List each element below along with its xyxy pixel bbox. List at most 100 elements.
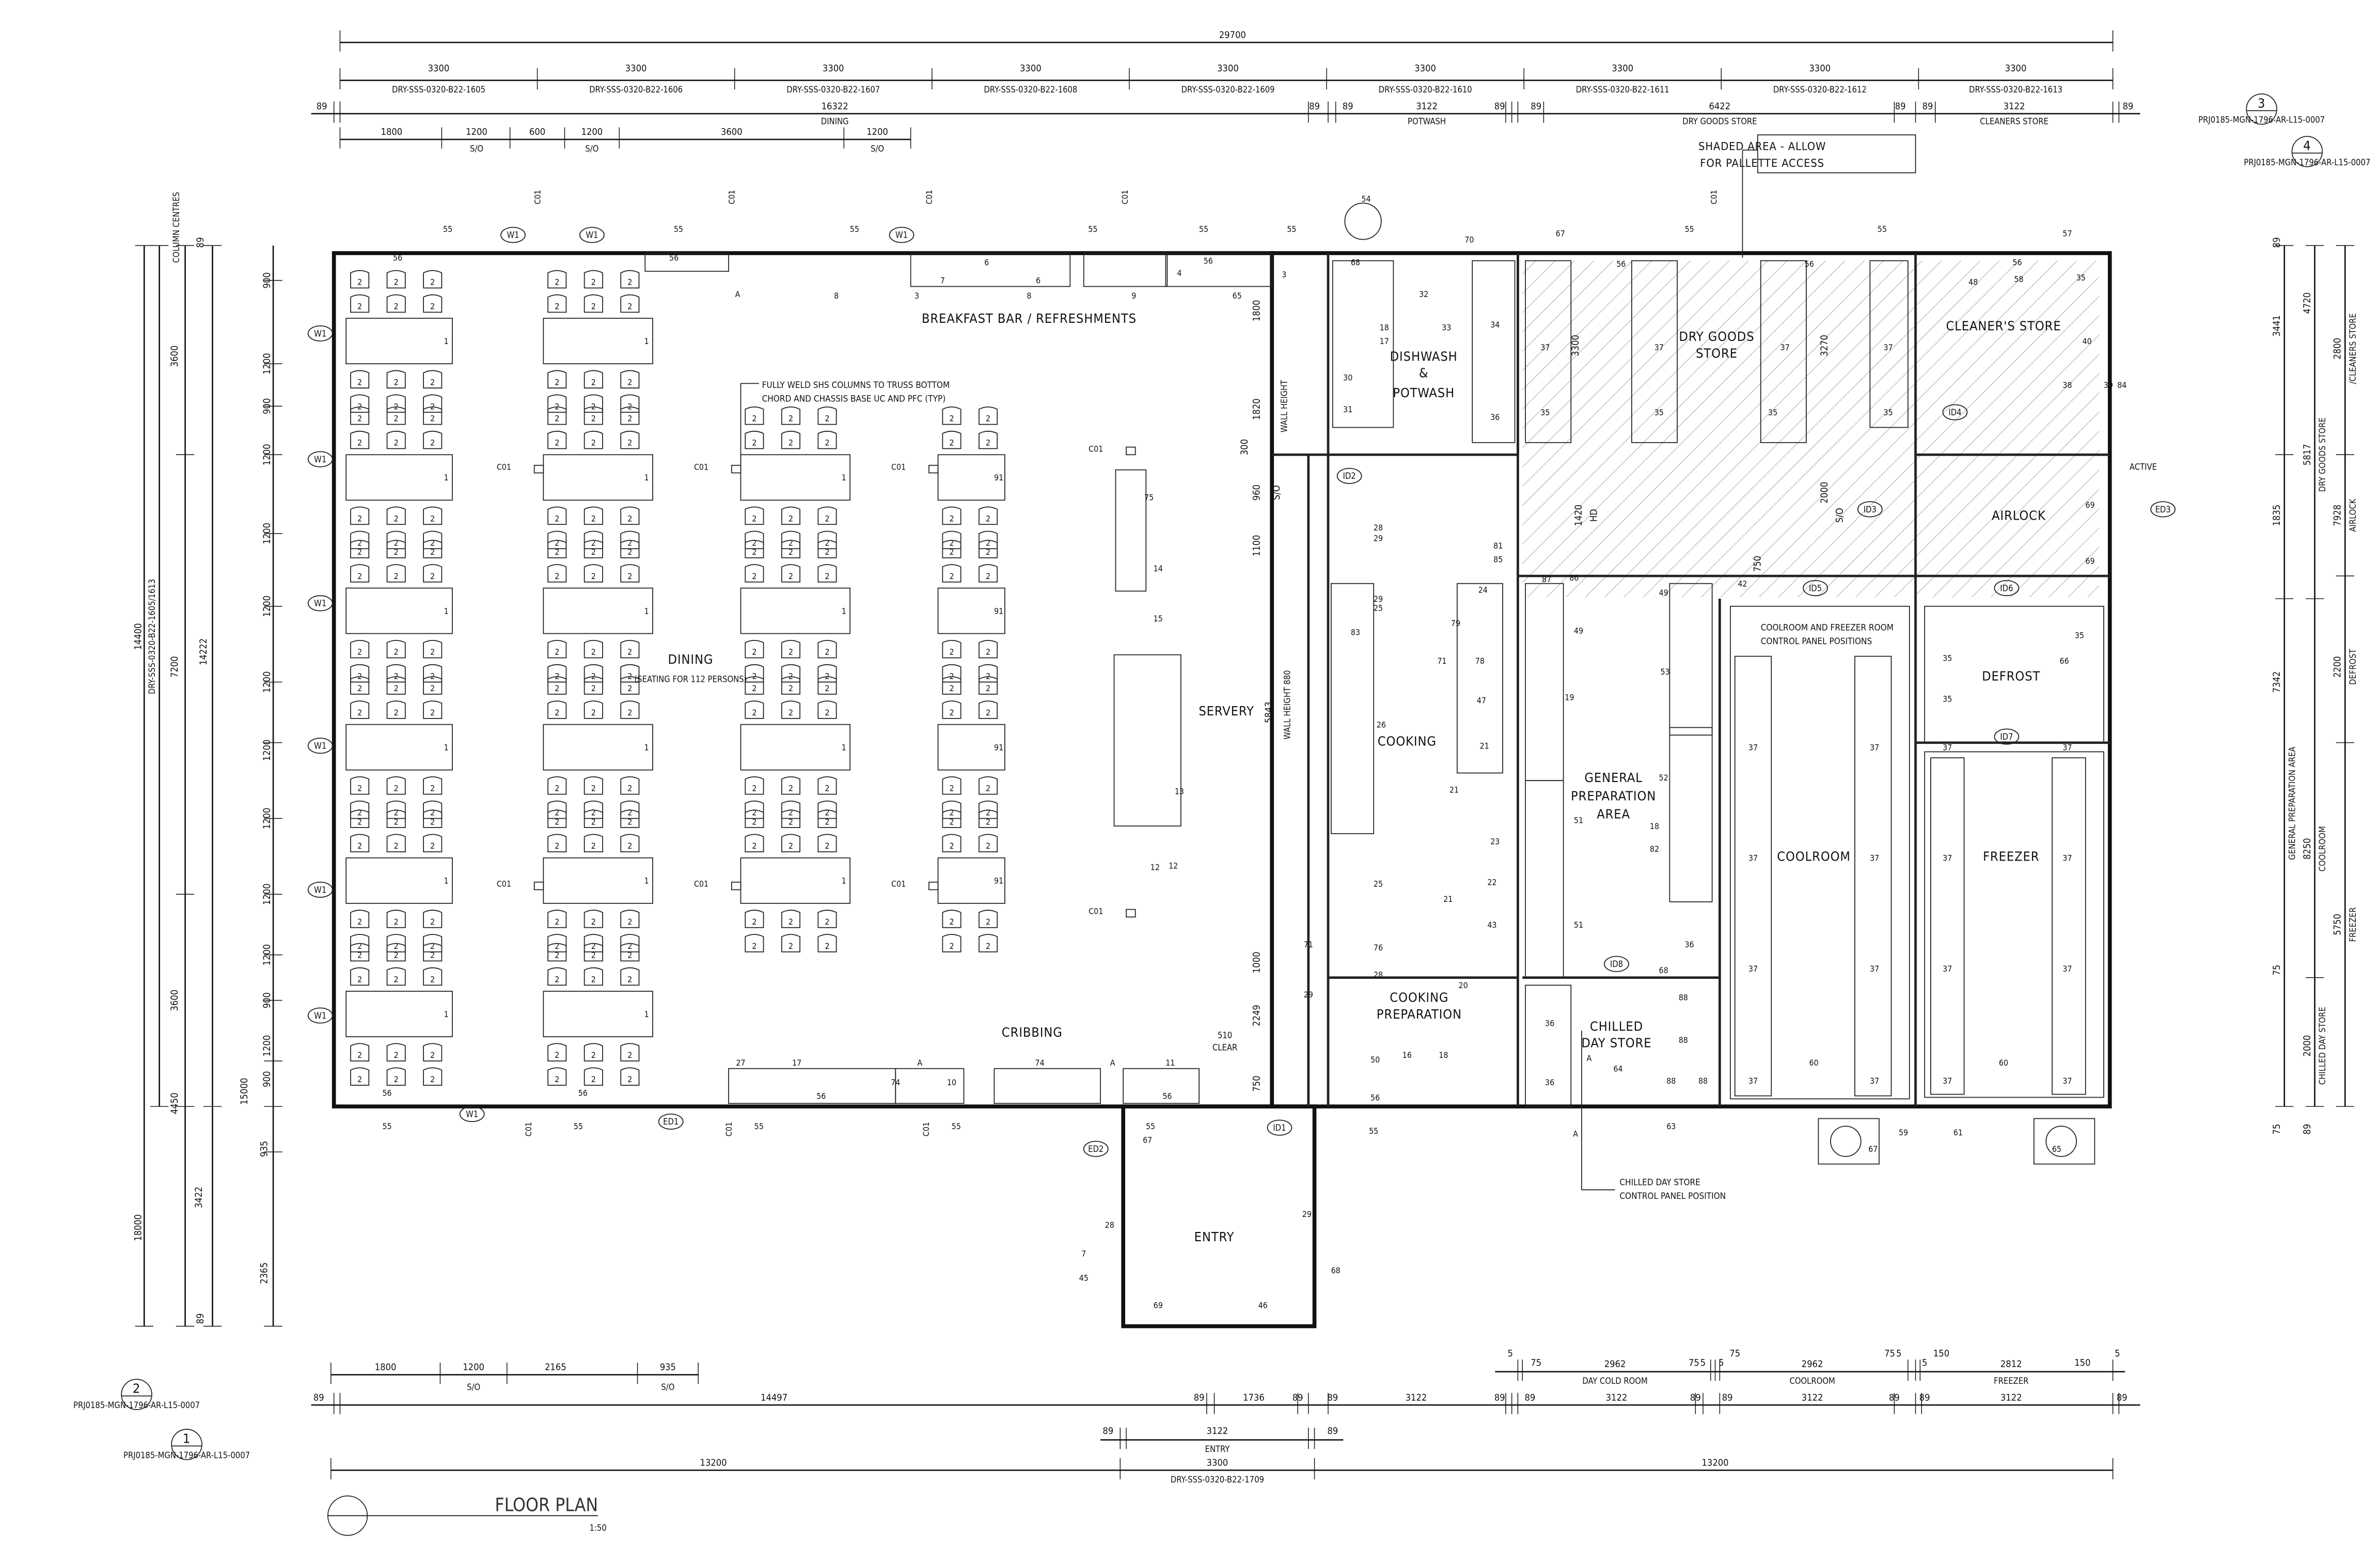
chair-tag: 2 [555,414,559,424]
chair-tag: 2 [986,808,990,818]
chair [350,370,370,389]
chair [745,564,764,583]
chair [942,530,962,550]
chair-tag: 2 [394,817,399,826]
chair [547,943,567,962]
equipment-tag: 50 [1370,1055,1380,1065]
equipment-tag: 16 [1402,1050,1412,1060]
right-dim: 5817 [2302,444,2313,465]
module-dim: 89 [1919,1392,1930,1403]
right-dim: 4720 [2302,292,2313,314]
door-tag-bubble [500,227,526,243]
chair [745,540,764,558]
chair [547,540,567,558]
chair-tag: 2 [394,647,399,657]
module-spacing-dim: 1200 [262,523,273,544]
chair [781,530,800,550]
dining-table [543,724,653,771]
module-dim: 89 [1525,1392,1536,1403]
chair-tag: 2 [789,917,793,927]
chair [979,809,998,829]
equipment-tag: 55 [1287,224,1296,234]
chair [547,294,567,313]
chair-tag: 2 [357,1050,362,1060]
equipment-tag: 37 [1748,853,1758,863]
chair-tag: 2 [430,1050,435,1060]
table-tag: 91 [994,606,1003,616]
chair [584,809,603,829]
chair-tag: 2 [949,941,954,951]
chair-tag: 2 [752,808,756,818]
chair-tag: 2 [430,941,435,951]
module-ref: DRY-SSS-0320-B22-1606 [589,85,683,95]
equipment-tag: 49 [1574,626,1583,636]
chair-tag: 2 [627,917,632,927]
column-tag: C01 [694,462,708,472]
chair-tag: 2 [430,647,435,657]
equipment-tag: 51 [1574,815,1583,825]
chair-tag: 2 [591,917,596,927]
chair-tag: 2 [986,647,990,657]
equipment-tag: 35 [1540,408,1550,417]
chair-tag: 2 [430,513,435,523]
chair [386,943,406,962]
chair [386,1043,406,1061]
equipment-tag: 55 [952,1121,961,1131]
chair [781,834,800,852]
chair-tag: 2 [555,647,559,657]
chair-tag: 2 [949,513,954,523]
room-dim: 89 [2123,101,2134,112]
chair-tag: 2 [394,547,399,557]
equipment-tag: 56 [669,253,679,263]
chair [942,676,962,695]
equipment-tag: 75 [1144,492,1154,502]
chair-tag: 2 [825,708,829,717]
equipment-tag: 56 [1616,259,1626,269]
equipment-tag: 37 [1780,342,1790,352]
equipment-tag: 67 [1143,1135,1152,1145]
door-tag-bubble [1803,580,1828,597]
door-tag: W1 [314,455,326,464]
chair-tag: 2 [627,683,632,693]
chair [547,564,567,583]
chair [979,664,998,683]
chair [547,406,567,425]
equipment-tag: 11 [1165,1058,1175,1068]
chair-tag: 2 [357,841,362,851]
dining-table [543,318,653,365]
chair [584,664,603,683]
chair [423,270,443,289]
module-ref: DRY-SSS-0320-B22-1605 [392,85,485,95]
equipment-outline [1330,583,1375,834]
equipment-tag: 37 [1943,742,1952,752]
chair-tag: 2 [825,547,829,557]
chair [386,700,406,719]
chair [745,406,764,425]
equipment-outline [1525,260,1572,443]
chair [620,834,640,852]
chair-tag: 2 [357,817,362,826]
chair [620,934,640,952]
equipment-tag: 67 [1556,229,1565,239]
chair-tag: 2 [357,683,362,693]
room-label-dishwash-2: & [1419,366,1429,381]
chair-tag: 2 [357,513,362,523]
chair [386,406,406,425]
equipment-tag: 30 [1343,373,1352,383]
chair [584,967,603,986]
chair [547,676,567,695]
equipment-tag: 55 [1878,224,1887,234]
cold-room-dim: 150 [2074,1357,2090,1368]
interior-dim: 300 [1239,439,1250,455]
right-dim: 2000 [2302,1035,2313,1057]
room-dim-label: DINING [821,117,849,127]
section-marker-number: 4 [2303,138,2311,153]
chair [745,530,764,550]
room-label-dry-goods-1: DRY GOODS [1679,329,1754,344]
door-tag-bubble [579,227,605,243]
equipment-outline [1525,985,1572,1107]
chair-tag: 2 [357,950,362,960]
height-dim: 2365 [259,1262,270,1284]
chair-tag: 2 [430,401,435,411]
chair-tag: 2 [789,571,793,581]
